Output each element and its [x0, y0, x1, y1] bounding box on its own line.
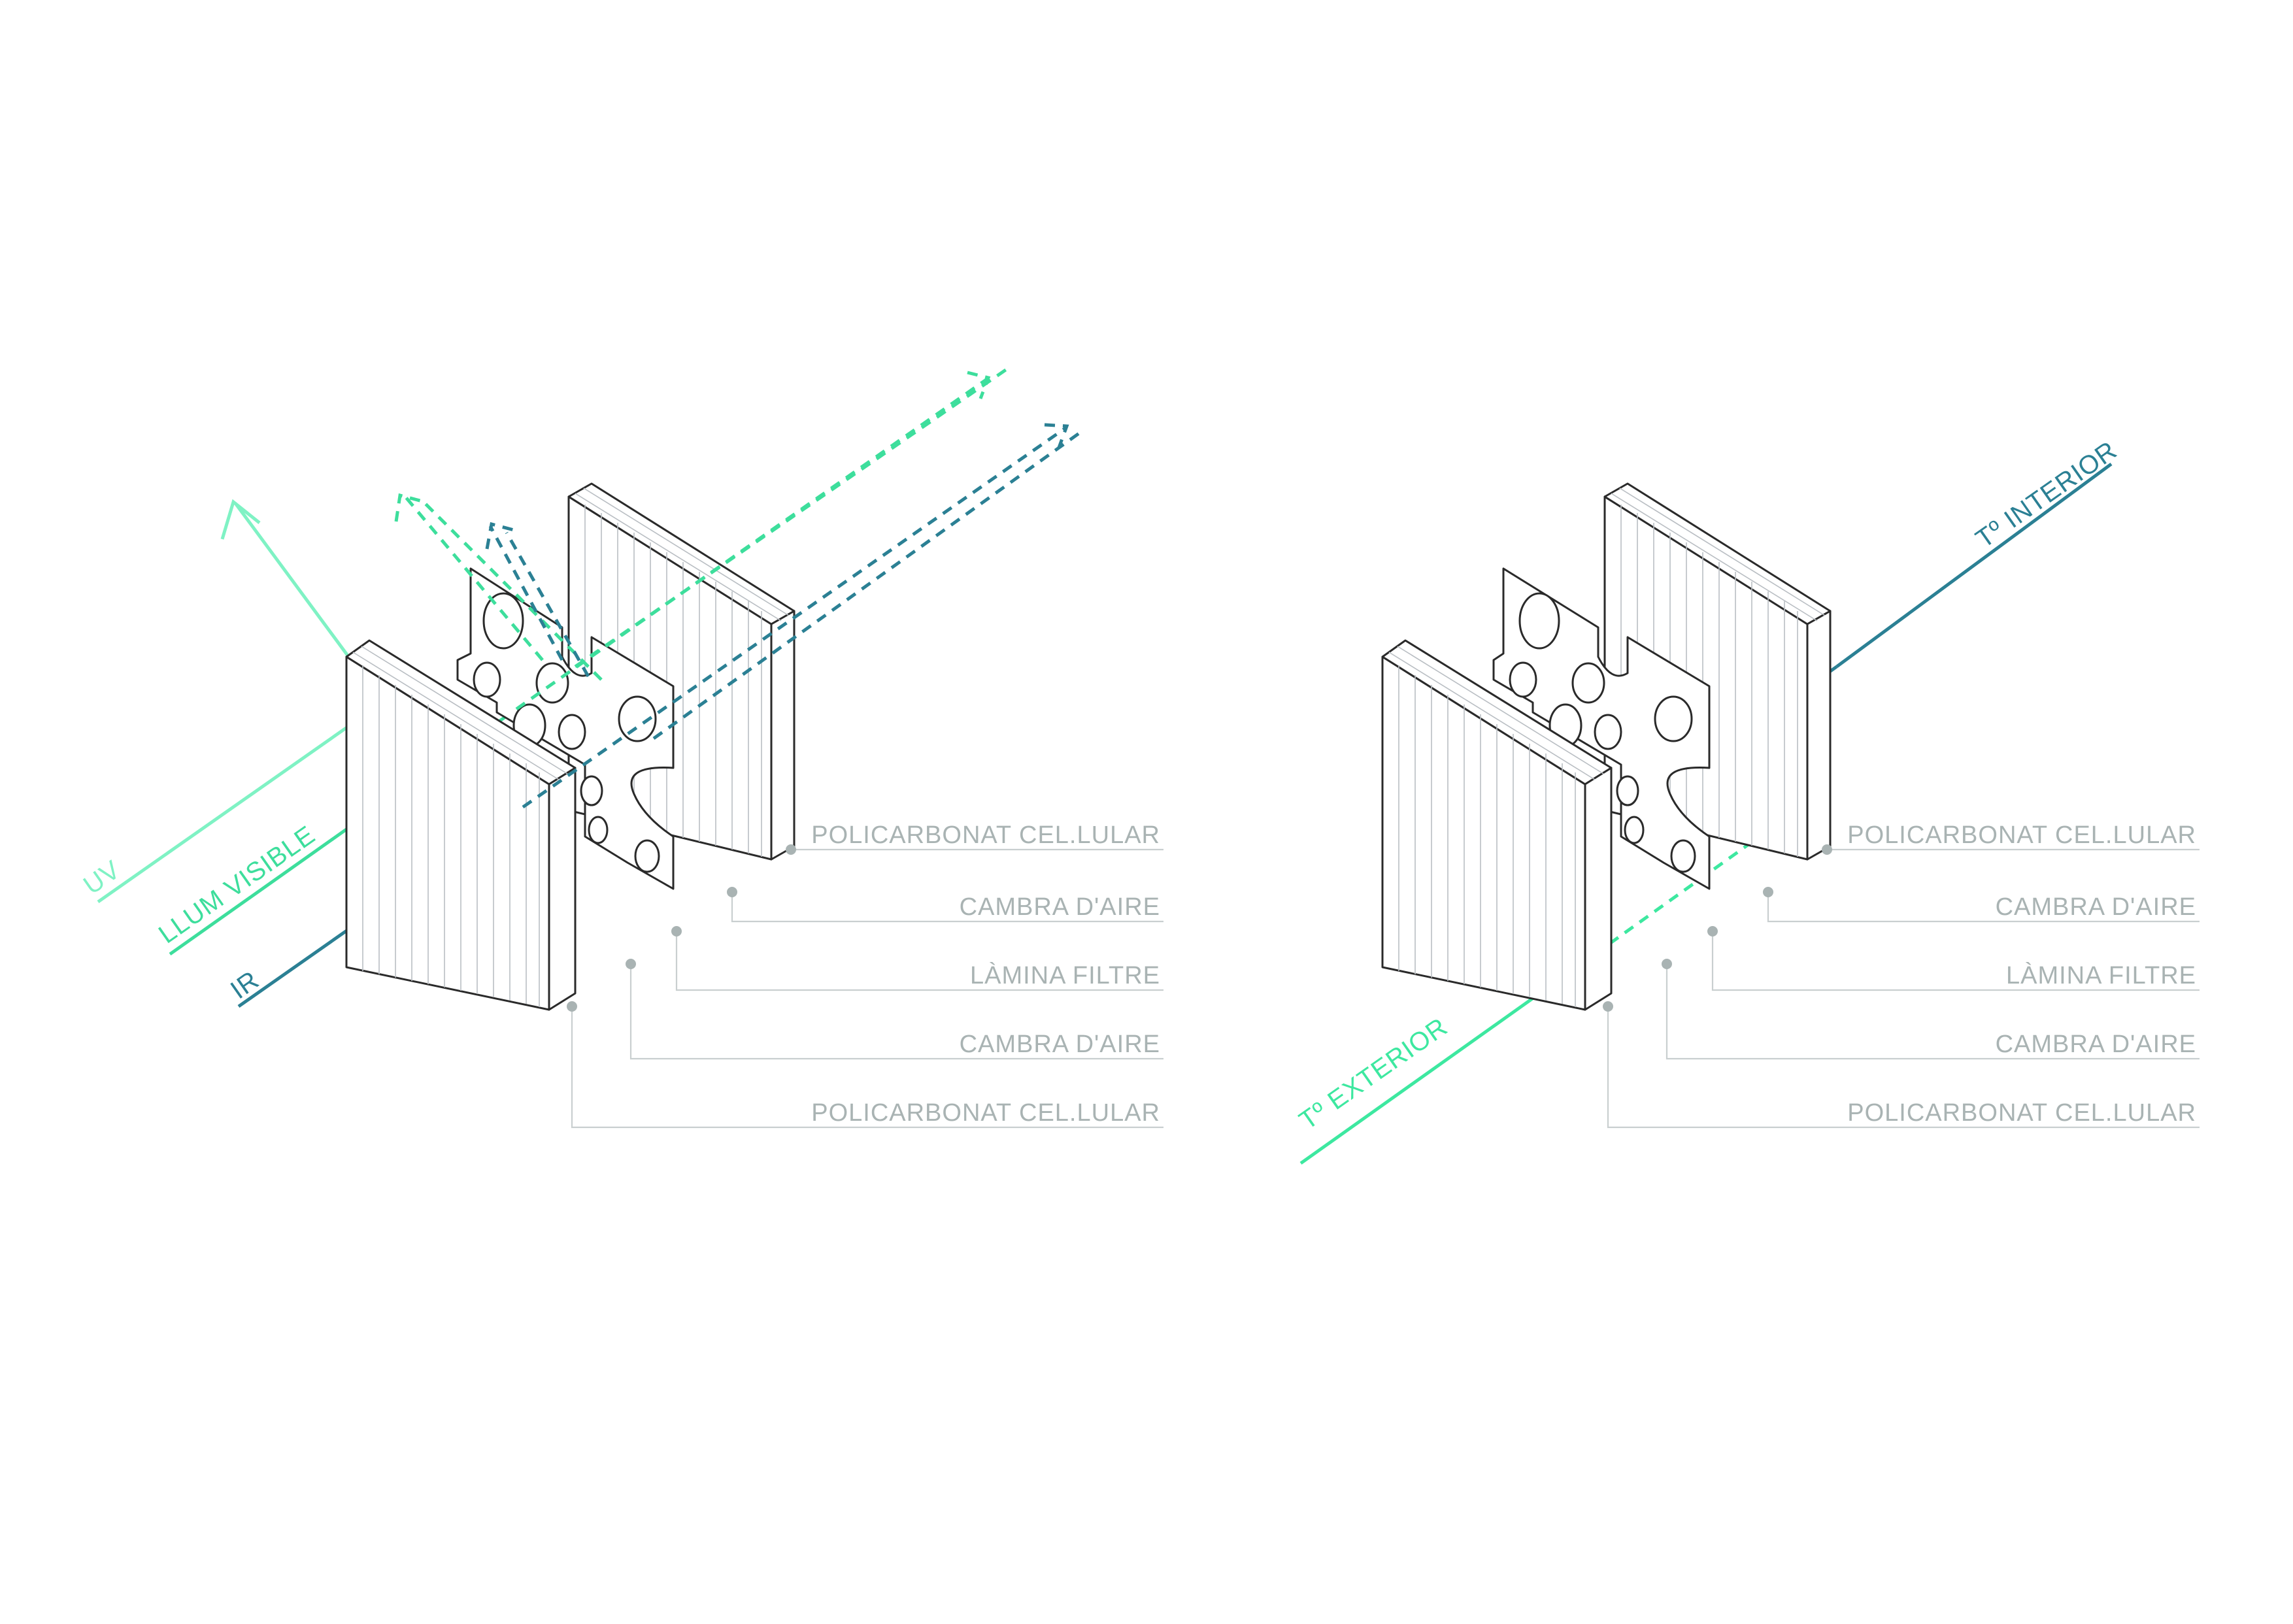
- visible-ray-dashed: [394, 367, 1008, 711]
- left-callout-1: POLICARBONAT CEL.LULAR: [811, 821, 1160, 849]
- left-callout-4: CAMBRA D'AIRE: [960, 1031, 1160, 1058]
- ir-ray-dashed: [485, 423, 1083, 809]
- right-front-panel: [1381, 639, 1613, 1011]
- left-callout-labels: POLICARBONAT CEL.LULAR CAMBRA D'AIRE LÀM…: [811, 821, 1160, 1127]
- right-callout-3: LÀMINA FILTRE: [2006, 961, 2196, 989]
- right-callout-4: CAMBRA D'AIRE: [1996, 1031, 2196, 1058]
- right-callout-leaders: [1603, 844, 2200, 1129]
- left-callout-leaders: [567, 844, 1163, 1129]
- right-callout-2: CAMBRA D'AIRE: [1996, 893, 2196, 921]
- t-interior-label: Tº INTERIOR: [1971, 436, 2122, 554]
- front-panel: [345, 639, 577, 1011]
- ir-label: IR: [226, 965, 265, 1004]
- uv-label: UV: [78, 855, 126, 900]
- left-callout-5: POLICARBONAT CEL.LULAR: [811, 1099, 1160, 1127]
- left-callout-3: LÀMINA FILTRE: [970, 961, 1160, 989]
- uv-ray: [97, 499, 384, 904]
- visible-light-label: LLUM VISIBLE: [154, 820, 320, 949]
- right-callout-5: POLICARBONAT CEL.LULAR: [1847, 1099, 2196, 1127]
- right-callout-labels: POLICARBONAT CEL.LULAR CAMBRA D'AIRE LÀM…: [1847, 821, 2196, 1127]
- right-callout-1: POLICARBONAT CEL.LULAR: [1847, 821, 2196, 849]
- left-diagram: UV LLUM VISIBLE IR POLICARBONAT CEL.LULA…: [78, 367, 1163, 1129]
- right-filter-sheet: [1492, 567, 1711, 890]
- right-diagram: Tº INTERIOR Tº EXTERIOR POLICARBONAT CEL…: [1294, 436, 2200, 1165]
- left-callout-2: CAMBRA D'AIRE: [960, 893, 1160, 921]
